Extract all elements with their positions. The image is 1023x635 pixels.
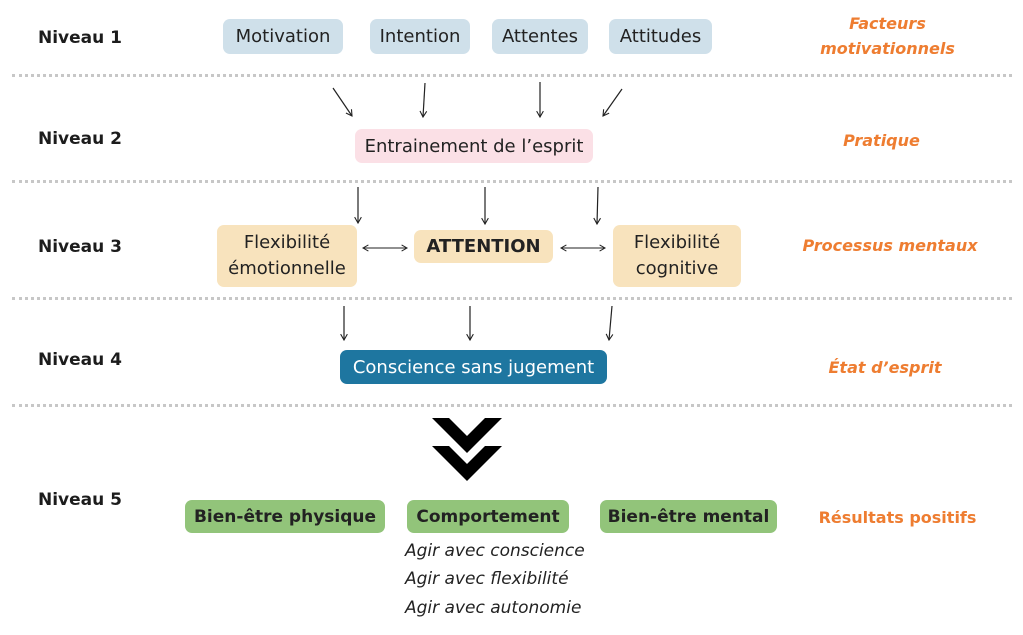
level-label-2: Niveau 2 <box>38 129 122 149</box>
arrow-down-icon <box>593 186 601 226</box>
level-separator <box>12 404 1012 407</box>
category-label-1: Facteurs motivationnels <box>820 14 955 58</box>
level-label-1: Niveau 1 <box>38 28 122 48</box>
double-chevron-down-icon <box>432 418 502 481</box>
category-label-4: État d’esprit <box>828 358 942 377</box>
arrow-down-icon <box>332 87 353 117</box>
category-label-3: Processus mentaux <box>802 236 978 255</box>
level-separator <box>12 180 1012 183</box>
mental-wellbeing-box: Bien-être mental <box>600 500 777 533</box>
behaviour-box: Comportement <box>407 500 569 533</box>
level-separator <box>12 74 1012 77</box>
arrow-down-icon <box>605 305 614 342</box>
level-separator <box>12 297 1012 300</box>
behaviour-line: Agir avec flexibilité <box>405 569 569 589</box>
attention-box: ATTENTION <box>414 230 553 263</box>
behaviour-line: Agir avec conscience <box>405 541 585 561</box>
mind-training-box: Entrainement de l’esprit <box>355 129 593 163</box>
level-label-5: Niveau 5 <box>38 490 122 510</box>
level-label-4: Niveau 4 <box>38 350 122 370</box>
arrow-down-icon <box>419 82 428 119</box>
intention-box: Intention <box>370 19 470 54</box>
physical-wellbeing-box: Bien-être physique <box>185 500 385 533</box>
emotional-flexibility-box: Flexibilité émotionnelle <box>217 225 357 287</box>
cognitive-flexibility-box: Flexibilité cognitive <box>613 225 741 287</box>
motivation-box: Motivation <box>223 19 343 54</box>
category-label-2: Pratique <box>843 131 920 150</box>
behaviour-line: Agir avec autonomie <box>405 598 582 618</box>
level-label-3: Niveau 3 <box>38 237 122 257</box>
attentes-box: Attentes <box>492 19 588 54</box>
category-label-5: Résultats positifs <box>818 508 977 527</box>
non-judgmental-awareness-box: Conscience sans jugement <box>340 350 607 384</box>
attitudes-box: Attitudes <box>609 19 712 54</box>
arrow-down-icon <box>602 88 623 117</box>
